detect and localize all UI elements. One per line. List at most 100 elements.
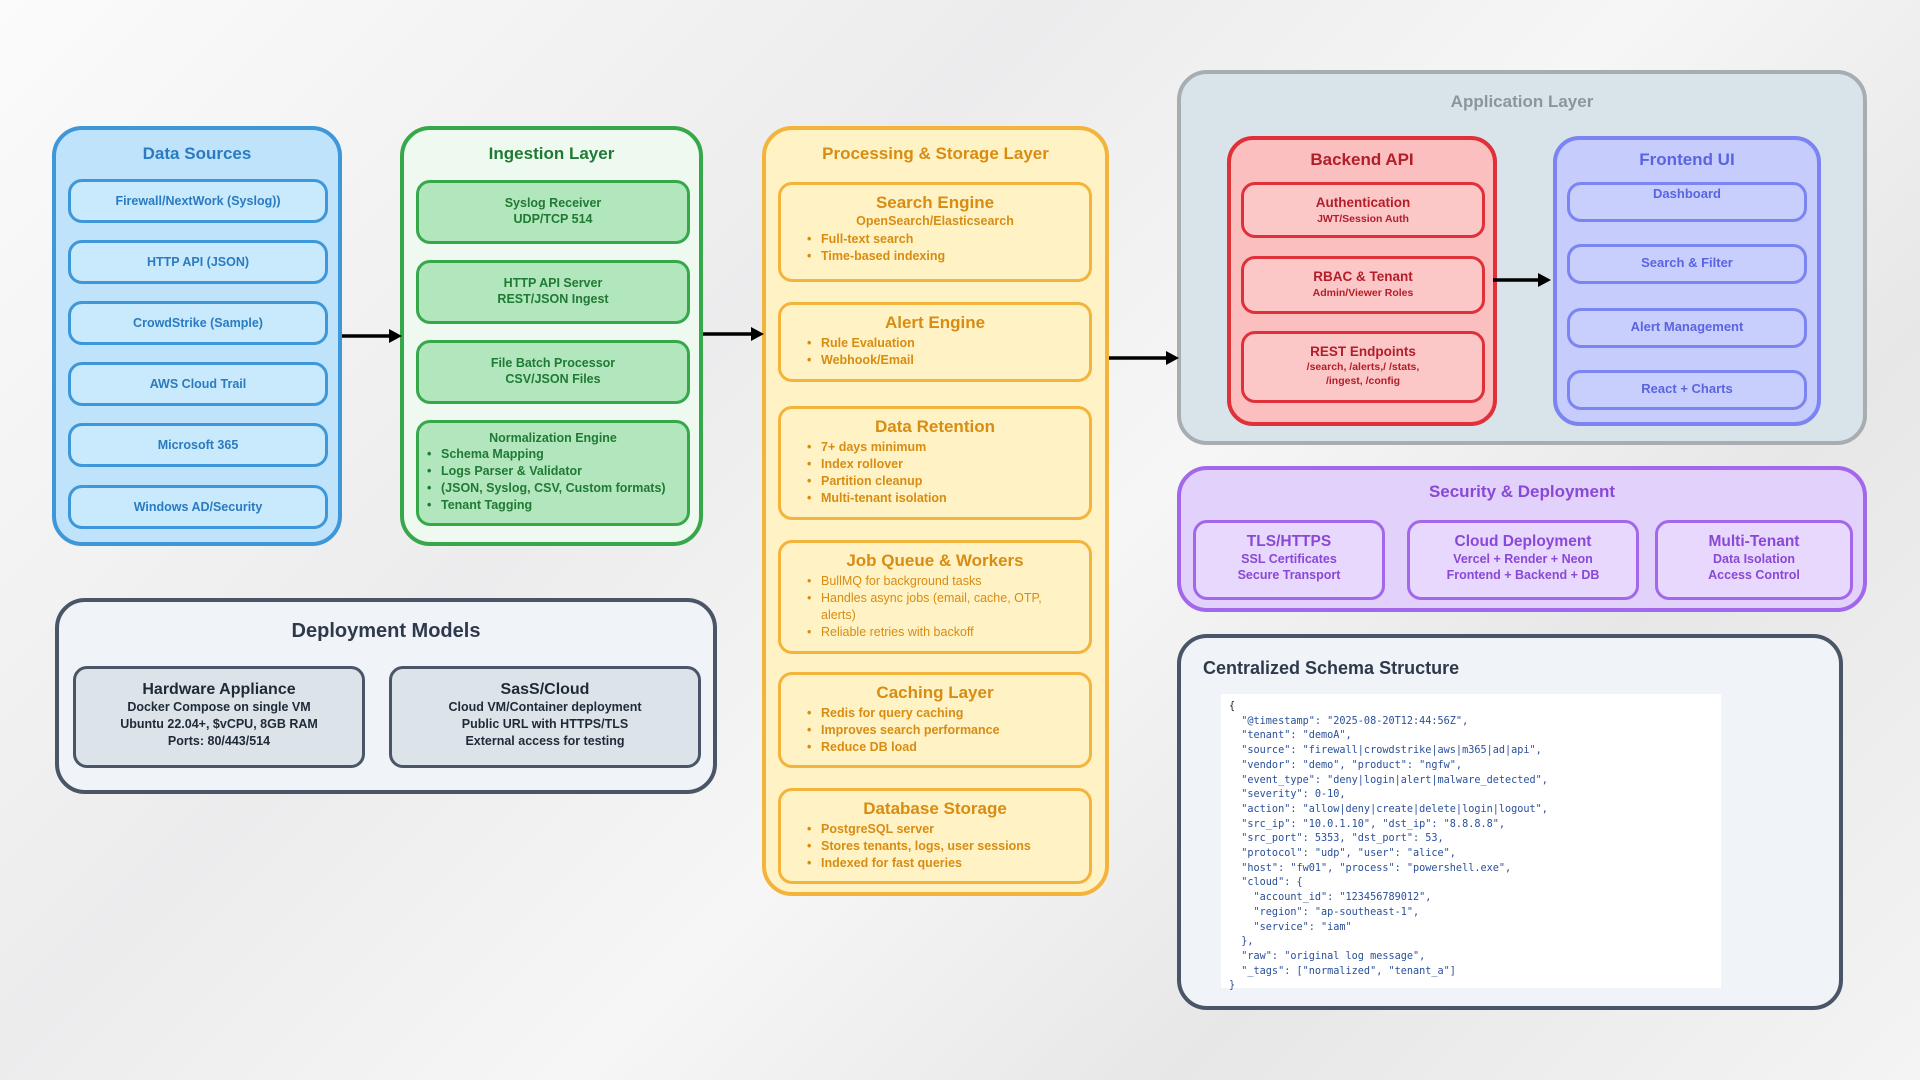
source-http-api: HTTP API (JSON) (68, 240, 328, 284)
alert-management-box: Alert Management (1567, 308, 1807, 348)
backend-api-panel: Backend API Authentication JWT/Session A… (1227, 136, 1497, 426)
code-line: "raw": "original log message", (1229, 950, 1426, 962)
multi-tenant-line: Access Control (1708, 568, 1800, 582)
caching-layer-bullet: Redis for query caching (807, 705, 1089, 722)
authentication-box: Authentication JWT/Session Auth (1241, 182, 1485, 238)
code-line: "cloud": { (1229, 877, 1303, 889)
caching-layer-bullet: Improves search performance (807, 722, 1089, 739)
job-queue-workers: Job Queue & Workers BullMQ for backgroun… (778, 540, 1092, 654)
code-line: { (1229, 701, 1236, 712)
cloud-deployment-box: Cloud Deployment Vercel + Render + Neon … (1407, 520, 1639, 600)
code-line: "tenant": "demoA", (1229, 730, 1352, 742)
source-microsoft-365: Microsoft 365 (68, 423, 328, 467)
data-sources-title: Data Sources (142, 144, 252, 163)
hardware-appliance-line: Ubuntu 22.04+, $vCPU, 8GB RAM (120, 717, 318, 731)
arrow-processing-to-application (1109, 351, 1179, 365)
normalization-bullet: Logs Parser & Validator (427, 463, 687, 480)
tls-https-line: SSL Certificates (1241, 552, 1337, 566)
code-line: "src_port": 5353, "dst_port": 53, (1229, 833, 1444, 845)
code-line: "host": "fw01", "process": "powershell.e… (1229, 862, 1512, 874)
schema-code-block: { "@timestamp": "2025-08-20T12:44:56Z", … (1221, 694, 1721, 991)
arrow-ingestion-to-processing (703, 327, 764, 341)
hardware-appliance-line: Docker Compose on single VM (127, 700, 311, 714)
saas-cloud-title: SasS/Cloud (500, 681, 590, 698)
processing-panel: Processing & Storage Layer Search Engine… (762, 126, 1109, 896)
alert-engine-bullet: Webhook/Email (807, 352, 1089, 369)
multi-tenant-box: Multi-Tenant Data Isolation Access Contr… (1655, 520, 1853, 600)
syslog-receiver: Syslog Receiver UDP/TCP 514 (416, 180, 690, 244)
security-deployment-panel: Security & Deployment TLS/HTTPS SSL Cert… (1177, 466, 1867, 612)
search-filter-box: Search & Filter (1567, 244, 1807, 284)
caching-layer-title: Caching Layer (876, 683, 994, 702)
search-engine-bullet: Full-text search (807, 231, 1089, 248)
code-line: "@timestamp": "2025-08-20T12:44:56Z", (1229, 715, 1469, 727)
code-line: }, (1229, 936, 1254, 948)
http-api-server: HTTP API Server REST/JSON Ingest (416, 260, 690, 324)
http-api-server-sub: REST/JSON Ingest (497, 292, 609, 306)
alert-engine-title: Alert Engine (884, 313, 986, 332)
hardware-appliance-line: Ports: 80/443/514 (167, 734, 271, 748)
saas-cloud-line: Cloud VM/Container deployment (448, 700, 642, 714)
alert-engine: Alert Engine Rule Evaluation Webhook/Ema… (778, 302, 1092, 382)
alert-engine-bullet: Rule Evaluation (807, 335, 1089, 352)
source-crowdstrike: CrowdStrike (Sample) (68, 301, 328, 345)
saas-cloud-line: Public URL with HTTPS/TLS (461, 717, 629, 731)
http-api-server-title: HTTP API Server (503, 276, 603, 290)
code-line: "protocol": "udp", "user": "alice", (1229, 848, 1456, 860)
search-engine: Search Engine OpenSearch/Elasticsearch F… (778, 182, 1092, 282)
code-line: "region": "ap-southeast-1", (1229, 906, 1420, 918)
deployment-models-panel: Deployment Models Hardware Appliance Doc… (55, 598, 717, 794)
tls-https-title: TLS/HTTPS (1246, 533, 1332, 550)
database-storage-bullet: PostgreSQL server (807, 821, 1089, 838)
normalization-bullet: (JSON, Syslog, CSV, Custom formats) (427, 480, 687, 497)
data-retention-bullet: Multi-tenant isolation (807, 490, 1089, 507)
rest-endpoints-title: REST Endpoints (1310, 344, 1416, 359)
code-line: "action": "allow|deny|create|delete|logi… (1229, 803, 1548, 815)
application-title: Application Layer (1450, 92, 1594, 111)
code-line: "_tags": ["normalized", "tenant_a"] (1229, 965, 1456, 977)
normalization-engine: Normalization Engine Schema Mapping Logs… (416, 420, 690, 526)
data-retention: Data Retention 7+ days minimum Index rol… (778, 406, 1092, 520)
code-line: } (1229, 980, 1236, 992)
code-line: "vendor": "demo", "product": "ngfw", (1229, 759, 1463, 771)
job-queue-title: Job Queue & Workers (846, 551, 1024, 570)
database-storage-bullet: Stores tenants, logs, user sessions (807, 838, 1089, 855)
database-storage-title: Database Storage (863, 799, 1007, 818)
source-aws-cloudtrail: AWS Cloud Trail (68, 362, 328, 406)
search-engine-sub: OpenSearch/Elasticsearch (856, 214, 1014, 228)
saas-cloud-line: External access for testing (465, 734, 625, 748)
normalization-title: Normalization Engine (489, 431, 617, 445)
schema-panel: Centralized Schema Structure { "@timesta… (1177, 634, 1843, 1010)
rbac-tenant-sub: Admin/Viewer Roles (1312, 287, 1414, 299)
rest-endpoints-sub2: /ingest, /config (1325, 375, 1401, 387)
file-batch-processor-title: File Batch Processor (490, 356, 616, 370)
rest-endpoints-sub: /search, /alerts,/ /stats, (1306, 361, 1420, 373)
tls-https-line: Secure Transport (1237, 568, 1341, 582)
backend-api-title: Backend API (1310, 150, 1414, 169)
code-line: "source": "firewall|crowdstrike|aws|m365… (1229, 745, 1542, 757)
rbac-tenant-title: RBAC & Tenant (1313, 269, 1413, 284)
arrow-sources-to-ingestion (342, 329, 402, 343)
react-charts-box: React + Charts (1567, 370, 1807, 410)
data-sources-panel: Data Sources Firewall/NextWork (Syslog))… (52, 126, 342, 546)
search-engine-title: Search Engine (875, 193, 995, 212)
code-line: "event_type": "deny|login|alert|malware_… (1229, 774, 1548, 786)
code-line: "service": "iam" (1229, 921, 1352, 933)
data-retention-bullet: Partition cleanup (807, 473, 1089, 490)
data-retention-bullet: Index rollover (807, 456, 1089, 473)
schema-title: Centralized Schema Structure (1203, 658, 1460, 678)
file-batch-processor: File Batch Processor CSV/JSON Files (416, 340, 690, 404)
saas-cloud-box: SasS/Cloud Cloud VM/Container deployment… (389, 666, 701, 768)
syslog-receiver-title: Syslog Receiver (504, 196, 602, 210)
multi-tenant-title: Multi-Tenant (1708, 533, 1800, 550)
syslog-receiver-sub: UDP/TCP 514 (513, 212, 593, 226)
code-line: "src_ip": "10.0.1.10", "dst_ip": "8.8.8.… (1229, 818, 1506, 830)
data-retention-bullet: 7+ days minimum (807, 439, 1089, 456)
ingestion-title: Ingestion Layer (488, 144, 615, 163)
cloud-deployment-line: Frontend + Backend + DB (1446, 568, 1600, 582)
source-windows-ad: Windows AD/Security (68, 485, 328, 529)
normalization-bullet: Tenant Tagging (427, 497, 687, 514)
rbac-tenant-box: RBAC & Tenant Admin/Viewer Roles (1241, 256, 1485, 314)
data-retention-title: Data Retention (875, 417, 995, 436)
rest-endpoints-box: REST Endpoints /search, /alerts,/ /stats… (1241, 331, 1485, 403)
